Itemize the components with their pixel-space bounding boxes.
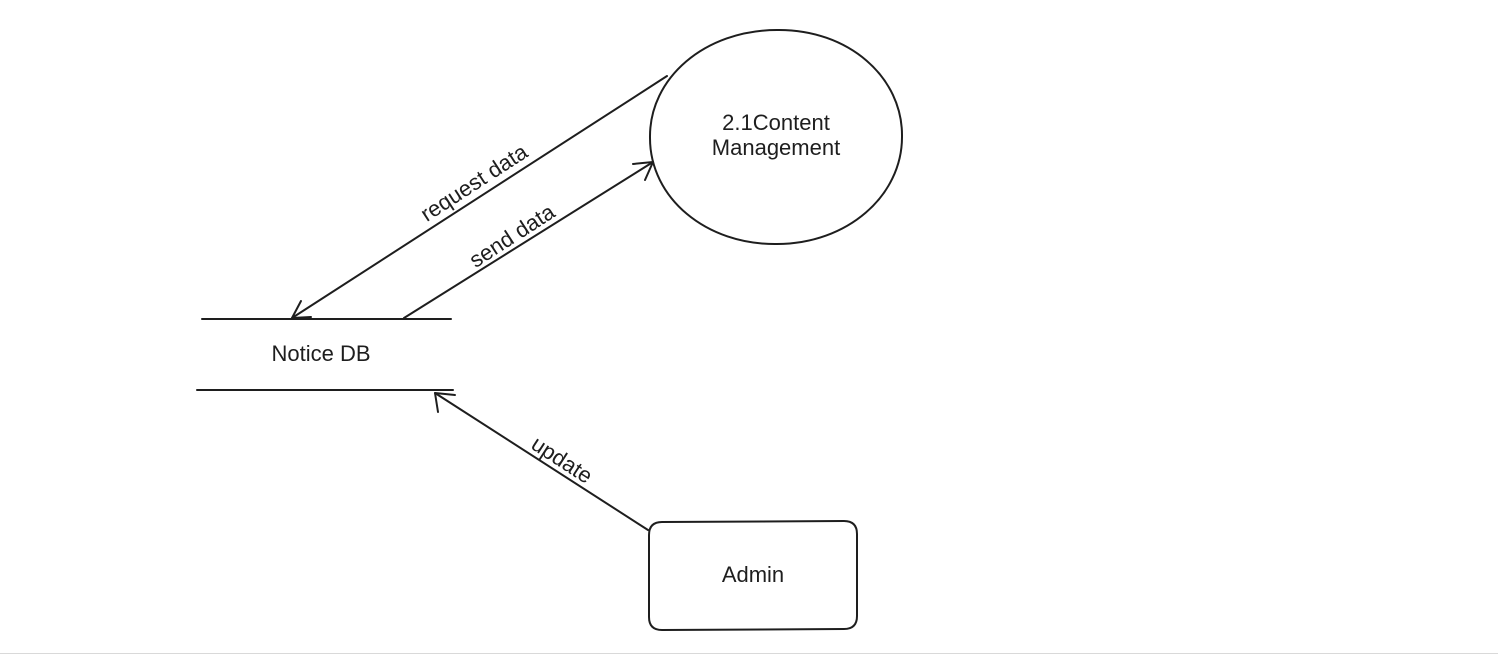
flow-send-data-line: [403, 161, 654, 319]
flow-update[interactable]: update: [434, 392, 649, 531]
entity-box: [648, 520, 858, 631]
flow-request-data[interactable]: request data: [291, 75, 668, 319]
data-store-notice-db[interactable]: Notice DB: [196, 318, 454, 391]
flow-send-data-label: send data: [465, 198, 560, 272]
flow-request-data-arrowhead: [291, 300, 312, 319]
flow-send-data[interactable]: send data: [403, 161, 654, 319]
bottom-divider: [0, 653, 1498, 654]
flow-update-arrowhead: [434, 392, 456, 413]
process-label-line1: 2.1Content: [722, 110, 830, 135]
flow-request-data-label: request data: [416, 139, 533, 227]
process-label-line2: Management: [712, 135, 840, 160]
entity-admin[interactable]: Admin: [648, 520, 858, 631]
process-content-management[interactable]: 2.1Content Management: [648, 28, 904, 246]
data-store-label: Notice DB: [271, 341, 370, 366]
flow-send-data-arrowhead: [632, 161, 654, 181]
flow-request-data-line: [291, 75, 668, 319]
entity-label: Admin: [722, 562, 784, 587]
flow-update-line: [434, 392, 649, 531]
process-circle: [648, 28, 904, 246]
